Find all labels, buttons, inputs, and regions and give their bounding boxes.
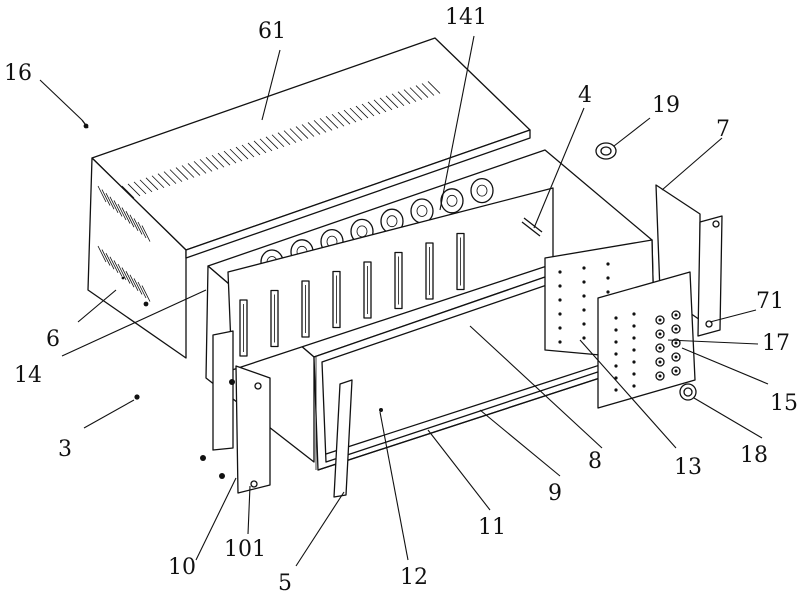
connector-pin (659, 347, 662, 350)
block-hole (582, 294, 585, 297)
block-hole (558, 284, 561, 287)
label-71: 71 (756, 289, 784, 314)
bracket-71-flange (698, 216, 722, 336)
label-16: 16 (4, 61, 32, 86)
label-8: 8 (588, 449, 602, 474)
label-7: 7 (716, 117, 730, 142)
fan-icon (471, 179, 493, 203)
fan-icon (441, 189, 463, 213)
plate-hole (632, 384, 635, 387)
block-hole (582, 336, 585, 339)
connector-pin (675, 342, 678, 345)
block-hole (558, 298, 561, 301)
plate-hole (632, 360, 635, 363)
part-19-body (596, 143, 616, 159)
block-hole (582, 308, 585, 311)
plate-hole (632, 372, 635, 375)
bracket-back-plate (213, 331, 233, 450)
label-15: 15 (770, 391, 798, 416)
plate-hole (632, 312, 635, 315)
block-hole (558, 270, 561, 273)
plate-hole (614, 328, 617, 331)
connector-pin (675, 328, 678, 331)
connector-pin (659, 319, 662, 322)
plate-hole (632, 336, 635, 339)
part-16-screw (82, 120, 88, 128)
label-3: 3 (58, 437, 72, 462)
loose-screw-a (200, 455, 206, 461)
leader-18 (694, 398, 762, 438)
label-19: 19 (652, 93, 680, 118)
leader-16 (40, 80, 82, 120)
cover-screw (144, 302, 149, 307)
leader-9 (480, 410, 560, 476)
plate-hole (632, 348, 635, 351)
block-hole (558, 312, 561, 315)
plate-hole (614, 364, 617, 367)
block-hole (582, 322, 585, 325)
connector-pin (675, 314, 678, 317)
part-3-screw (134, 394, 139, 399)
label-11: 11 (478, 515, 506, 540)
leader-19 (614, 118, 650, 146)
panel-hole (379, 408, 383, 412)
connector-18 (680, 384, 696, 400)
plate-hole (614, 340, 617, 343)
plate-hole (614, 388, 617, 391)
label-9: 9 (548, 481, 562, 506)
connector-pin (675, 356, 678, 359)
label-61: 61 (258, 19, 286, 44)
block-hole (606, 276, 609, 279)
bracket-screw (229, 379, 235, 385)
label-12: 12 (400, 565, 428, 590)
part-19-connector (596, 143, 616, 159)
block-hole (582, 266, 585, 269)
block-hole (606, 290, 609, 293)
leader-7 (662, 138, 722, 190)
connector-pin (659, 333, 662, 336)
label-17: 17 (762, 331, 790, 356)
label-101: 101 (224, 537, 266, 562)
screw-16-head (84, 124, 89, 129)
label-6: 6 (46, 327, 60, 352)
plate-hole (614, 352, 617, 355)
block-hole (558, 340, 561, 343)
plate-hole (632, 324, 635, 327)
connector-pin (659, 361, 662, 364)
leader-3 (84, 400, 134, 428)
leader-5 (296, 492, 344, 566)
connector-pin (675, 370, 678, 373)
label-13: 13 (674, 455, 702, 480)
bracket-front-plate (236, 366, 270, 493)
block-hole (582, 280, 585, 283)
label-5: 5 (278, 571, 292, 596)
block-hole (606, 262, 609, 265)
leader-101 (248, 486, 250, 534)
label-4: 4 (578, 83, 592, 108)
loose-screw-b (219, 473, 225, 479)
plate-hole (614, 316, 617, 319)
connector-pin (659, 375, 662, 378)
cover-hole (122, 277, 125, 280)
label-141: 141 (445, 5, 487, 30)
block-hole (558, 326, 561, 329)
leader-11 (428, 430, 490, 510)
label-10: 10 (168, 555, 196, 580)
label-18: 18 (740, 443, 768, 468)
label-14: 14 (14, 363, 42, 388)
